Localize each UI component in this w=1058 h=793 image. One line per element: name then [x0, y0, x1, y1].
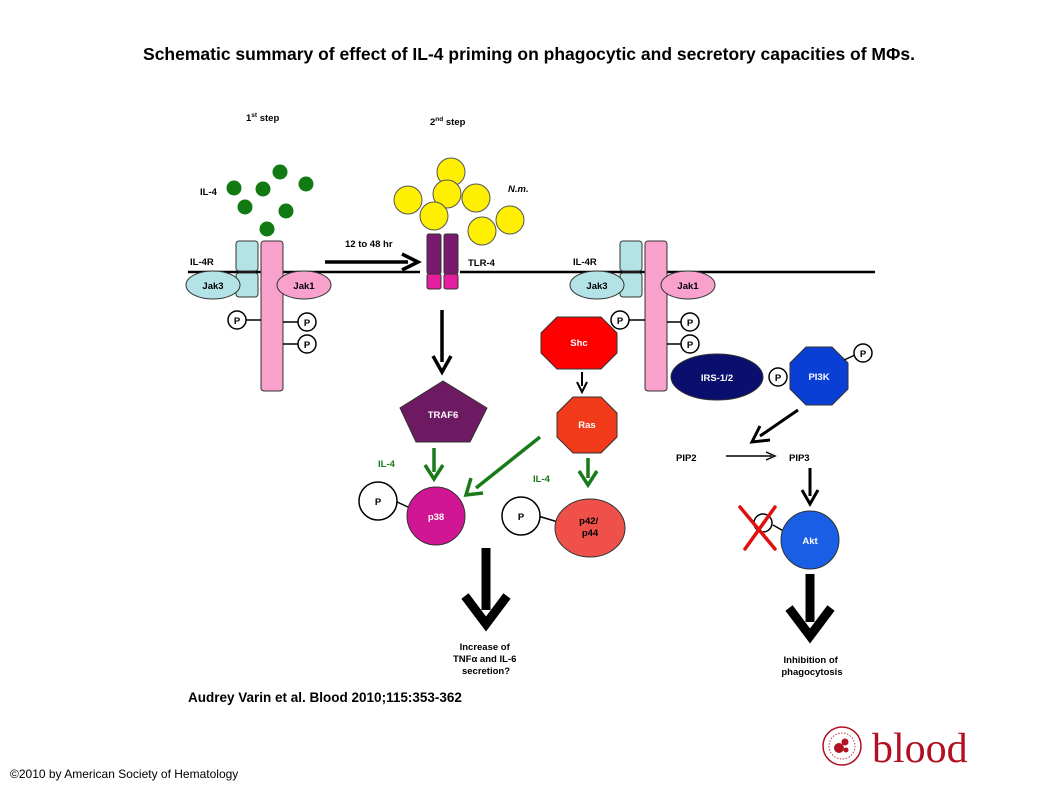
akt-label: Akt [802, 536, 818, 547]
il4r-left-label: IL-4R [190, 257, 214, 268]
nm-sphere [495, 205, 525, 235]
il4-dot [255, 181, 271, 197]
phospho-left-1 [227, 310, 247, 330]
il4-dot [278, 203, 294, 219]
jak1-right-label: Jak1 [677, 281, 699, 292]
il4-dot [298, 176, 314, 192]
svg-text:P: P [375, 497, 382, 508]
blood-journal-logo: blood [822, 726, 968, 772]
shc-label: Shc [570, 338, 587, 349]
phospho-right-2 [680, 312, 700, 332]
logo-wordmark: blood [872, 726, 968, 772]
il4-dot [259, 221, 275, 237]
time-label: 12 to 48 hr [345, 239, 393, 250]
inhibition-cross-icon [738, 505, 777, 551]
p42-phospho [501, 496, 541, 536]
nm-sphere [461, 183, 491, 213]
tlr4-base-1 [426, 273, 442, 290]
irs-phospho [768, 367, 788, 387]
svg-text:P: P [775, 373, 782, 384]
il4-dot [272, 164, 288, 180]
svg-text:P: P [687, 318, 694, 329]
pip3-label: PIP3 [789, 453, 810, 464]
shc-node [540, 316, 618, 370]
nm-sphere [393, 185, 423, 215]
il4r-left-alpha-upper [235, 240, 259, 272]
traf6-label: TRAF6 [428, 410, 459, 421]
tlr4-bar-2 [443, 233, 459, 275]
traf6-node [399, 380, 488, 443]
tlr4-base-2 [443, 273, 459, 290]
p38-phospho [358, 481, 398, 521]
jak3-left-label: Jak3 [202, 281, 223, 292]
svg-text:P: P [304, 340, 311, 351]
ras-label: Ras [578, 420, 595, 431]
svg-text:P: P [617, 316, 624, 327]
nm-sphere [432, 179, 462, 209]
jak1-left [276, 270, 332, 300]
svg-text:P: P [860, 349, 867, 360]
svg-text:P: P [304, 318, 311, 329]
ash-seal-icon [822, 726, 862, 766]
phospho-left-3 [297, 334, 317, 354]
jak3-right [569, 270, 625, 300]
il4r-left-gamma [260, 240, 284, 392]
pip2-label: PIP2 [676, 453, 697, 464]
il4-green-left-label: IL-4 [378, 459, 396, 470]
p42-p44-label: p42/ p44 [579, 516, 601, 539]
jak3-right-label: Jak3 [586, 281, 607, 292]
nm-sphere [419, 201, 449, 231]
il4r-right-label: IL-4R [573, 257, 597, 268]
il4-dot [237, 199, 253, 215]
pi3k-label: PI3K [808, 372, 829, 383]
nm-sphere [467, 216, 497, 246]
jak1-right [660, 270, 716, 300]
nm-label: N.m. [508, 184, 529, 195]
phospho-left-2 [297, 312, 317, 332]
svg-text:P: P [518, 512, 525, 523]
nm-bacteria [393, 157, 525, 246]
akt-node [780, 510, 840, 570]
ras-node [556, 396, 618, 454]
irs-node [670, 353, 764, 401]
il4r-right-gamma [644, 240, 668, 392]
tlr4-bar-1 [426, 233, 442, 275]
il4-label: IL-4 [200, 187, 218, 198]
copyright-notice: ©2010 by American Society of Hematology [10, 767, 239, 781]
svg-text:P: P [687, 340, 694, 351]
p38-label: p38 [428, 512, 444, 523]
il4-green-right-label: IL-4 [533, 474, 551, 485]
p38-node [406, 486, 466, 546]
output-phagocytosis-text: Inhibition of phagocytosis [781, 655, 842, 678]
il4-molecules [226, 164, 314, 237]
step1-label: 1st step [246, 112, 279, 124]
figure-title: Schematic summary of effect of IL-4 prim… [143, 44, 915, 64]
citation: Audrey Varin et al. Blood 2010;115:353-3… [188, 690, 462, 705]
phospho-right-3 [680, 334, 700, 354]
p42-p44-node [554, 498, 626, 558]
il4-dot [226, 180, 242, 196]
phospho-right-1 [610, 310, 630, 330]
irs-label: IRS-1/2 [701, 373, 733, 384]
jak1-left-label: Jak1 [293, 281, 315, 292]
il4r-right-alpha-upper [619, 240, 643, 272]
svg-text:P: P [234, 316, 241, 327]
pi3k-phospho [853, 343, 873, 363]
tlr4-label: TLR-4 [468, 258, 496, 269]
output-secretion-text: Increase of TNFα and IL-6 secretion? [453, 642, 519, 677]
jak3-left [185, 270, 241, 300]
step2-label: 2nd step [430, 116, 466, 128]
pi3k-node [789, 346, 849, 406]
